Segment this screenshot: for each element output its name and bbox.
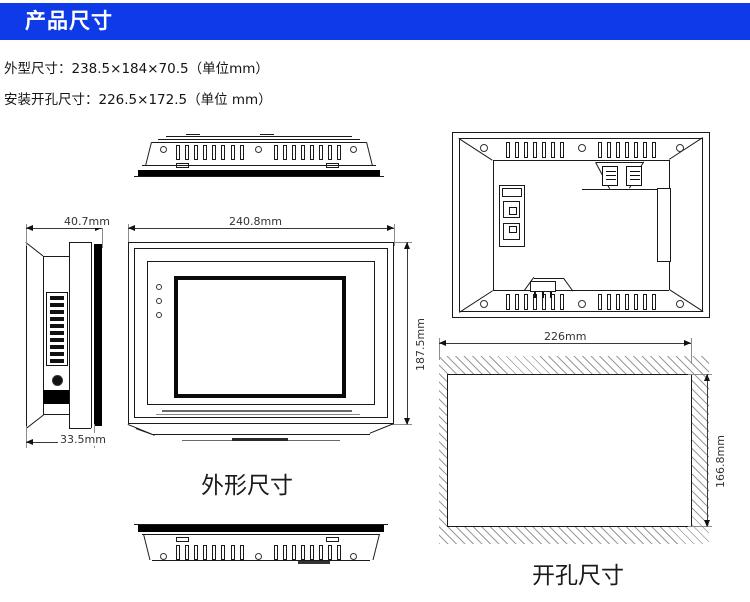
led-indicator-3: [156, 312, 162, 318]
dimension-side-depth-bottom: 33.5mm: [58, 433, 108, 446]
top-view: [128, 133, 388, 181]
dimension-side-depth-top: 40.7mm: [62, 215, 112, 228]
led-indicator-1: [156, 284, 162, 290]
dimension-front-height: 187.5mm: [414, 316, 427, 373]
led-indicator-2: [156, 298, 162, 304]
caption-outline-dimensions: 外形尺寸: [201, 473, 293, 499]
db9-serial-port-1: [602, 166, 618, 186]
page-title: 产品尺寸: [25, 9, 113, 33]
dimension-front-width: 240.8mm: [227, 215, 284, 228]
cutout-opening: [447, 374, 691, 526]
dimension-cutout-height: 166.8mm: [714, 433, 727, 490]
left-side-view: 40.7mm 33.5mm: [10, 215, 120, 448]
ethernet-port: [503, 223, 520, 240]
spec-cutout-dimensions: 安装开孔尺寸：226.5×172.5（单位 mm）: [4, 92, 272, 108]
caption-cutout-dimensions: 开孔尺寸: [532, 563, 624, 589]
rear-view: [450, 130, 720, 320]
bottom-view: [128, 520, 388, 575]
panel-cutout-view: 226mm 166.8mm: [430, 330, 730, 555]
db9-serial-port-2: [626, 166, 642, 186]
power-terminal-block: [530, 281, 556, 292]
dimension-cutout-width: 226mm: [542, 330, 589, 343]
display-screen: [174, 276, 346, 398]
usb-a-port: [502, 188, 522, 197]
spec-outline-dimensions: 外型尺寸：238.5×184×70.5（单位mm）: [4, 61, 269, 77]
usb-b-port: [503, 201, 520, 218]
front-view: 240.8mm 187.5mm: [122, 215, 427, 453]
section-header-bar: [0, 3, 750, 40]
